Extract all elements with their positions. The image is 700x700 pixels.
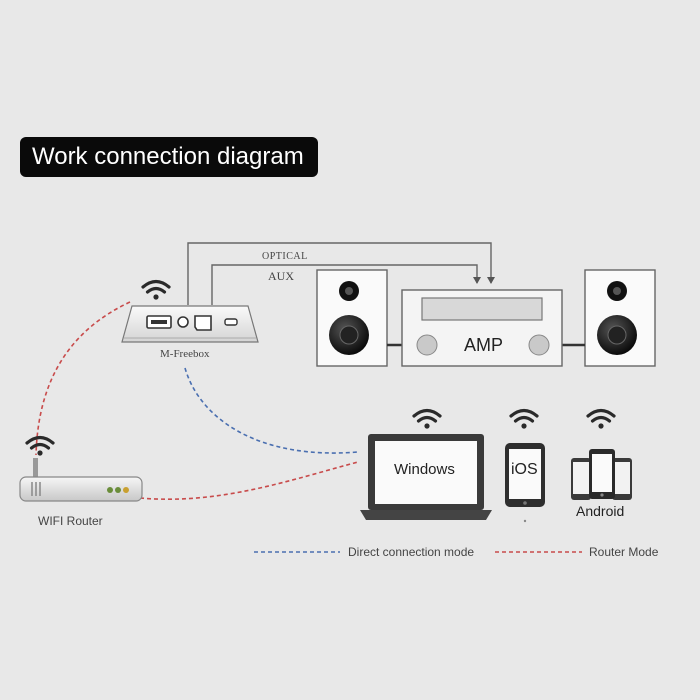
m-freebox-device bbox=[121, 305, 259, 343]
speaker-icon bbox=[316, 269, 388, 367]
legend-router-label: Router Mode bbox=[589, 545, 659, 559]
amp-label: AMP bbox=[464, 335, 504, 355]
direct-link-windows bbox=[184, 367, 359, 454]
wifi-icon bbox=[509, 408, 539, 429]
tablet-icon bbox=[505, 443, 545, 523]
legend-direct-label: Direct connection mode bbox=[348, 545, 475, 559]
optical-label: OPTICAL bbox=[262, 251, 308, 262]
phone-icon bbox=[589, 449, 615, 499]
wifi-icon bbox=[586, 408, 616, 429]
android-label: Android bbox=[576, 503, 625, 519]
wifi-icon bbox=[412, 408, 442, 429]
micro-usb-icon bbox=[224, 318, 238, 326]
wifi-router bbox=[19, 458, 143, 502]
wifi-icon bbox=[25, 435, 55, 456]
device-label: M-Freebox bbox=[160, 348, 210, 360]
optical-port-icon bbox=[194, 315, 212, 331]
ios-label: iOS bbox=[511, 461, 538, 478]
phone-icon bbox=[571, 458, 591, 500]
wifi-icon bbox=[141, 279, 171, 300]
laptop-icon bbox=[360, 434, 492, 520]
windows-label: Windows bbox=[394, 461, 455, 478]
speaker-icon bbox=[584, 269, 656, 367]
optical-cable bbox=[187, 242, 495, 305]
router-link-freebox bbox=[35, 301, 131, 456]
audio-jack-icon bbox=[177, 316, 189, 328]
aux-label: AUX bbox=[268, 269, 294, 283]
router-label: WIFI Router bbox=[38, 514, 103, 528]
diagram-title: Work connection diagram bbox=[20, 137, 318, 177]
aux-cable bbox=[211, 264, 481, 305]
amp-knob bbox=[416, 334, 438, 356]
amplifier bbox=[401, 289, 563, 367]
router-link-windows bbox=[139, 461, 359, 500]
amp-knob bbox=[528, 334, 550, 356]
phone-icon bbox=[612, 458, 632, 500]
